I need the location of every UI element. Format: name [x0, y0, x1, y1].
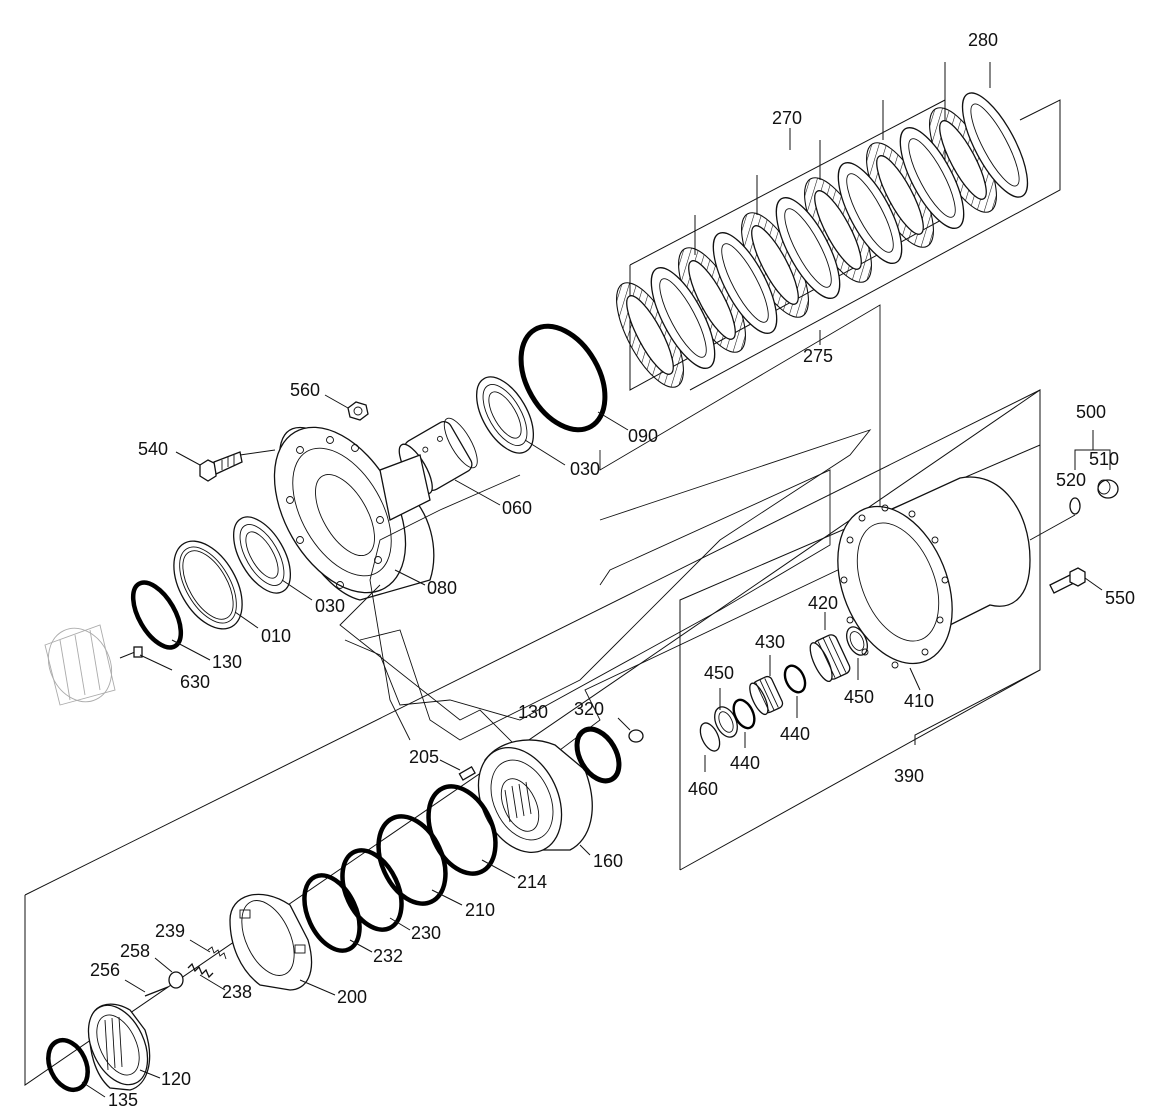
bolt-550	[1049, 567, 1103, 594]
label-130-left: 130	[212, 652, 242, 672]
label-200: 200	[337, 987, 367, 1007]
o-ring-090	[518, 323, 608, 433]
label-270: 270	[772, 108, 802, 128]
label-090: 090	[628, 426, 658, 446]
hub-160	[477, 739, 593, 854]
o-ring-230	[340, 848, 404, 932]
gear-120	[87, 1003, 151, 1091]
bearing-030-lower	[232, 516, 292, 594]
housing-080	[273, 426, 435, 601]
label-550: 550	[1105, 588, 1135, 608]
label-214: 214	[517, 872, 547, 892]
spring-239	[189, 939, 227, 960]
label-450-left: 450	[704, 663, 734, 683]
plug-510	[1097, 479, 1119, 499]
ring-440-right	[783, 664, 807, 694]
faded-gear	[44, 624, 116, 706]
label-460: 460	[688, 779, 718, 799]
nut-560	[324, 394, 369, 421]
sub-frame-390	[679, 444, 1041, 871]
label-160: 160	[593, 851, 623, 871]
label-210: 210	[465, 900, 495, 920]
seal-010	[173, 540, 243, 630]
gear-420	[809, 634, 851, 682]
label-420: 420	[808, 593, 838, 613]
label-232: 232	[373, 946, 403, 966]
label-080: 080	[427, 578, 457, 598]
label-540: 540	[138, 439, 168, 459]
screw-630	[119, 646, 173, 671]
label-030-lower: 030	[315, 596, 345, 616]
label-275: 275	[803, 346, 833, 366]
ring-450-right	[846, 626, 868, 656]
callout-labels: 280 270 275 090 030 560 540 060 080 030 …	[90, 30, 1135, 1110]
group-500	[1069, 430, 1119, 515]
label-440-right: 440	[780, 724, 810, 744]
label-510: 510	[1089, 449, 1119, 469]
label-430: 430	[755, 632, 785, 652]
washer-320	[628, 729, 644, 743]
piston-258	[154, 957, 184, 989]
o-ring-210	[376, 814, 448, 906]
label-135: 135	[108, 1090, 138, 1110]
ring-440-left	[732, 698, 756, 730]
label-630: 630	[180, 672, 210, 692]
snap-ring-460	[699, 722, 721, 752]
screw-256	[124, 979, 169, 997]
bearing-030-upper	[475, 376, 535, 454]
label-120: 120	[161, 1069, 191, 1089]
label-256: 256	[90, 960, 120, 980]
label-030-upper: 030	[570, 459, 600, 479]
label-010: 010	[261, 626, 291, 646]
bracket-275	[689, 99, 1061, 391]
label-239: 239	[155, 921, 185, 941]
label-320: 320	[574, 699, 604, 719]
label-440-left: 440	[730, 753, 760, 773]
clutch-disc-pack	[616, 62, 1061, 391]
label-258: 258	[120, 941, 150, 961]
o-ring-232	[302, 873, 362, 953]
label-500: 500	[1076, 402, 1106, 422]
o-ring-130-left	[130, 580, 184, 650]
label-230: 230	[411, 923, 441, 943]
label-520: 520	[1056, 470, 1086, 490]
carrier-200	[229, 893, 313, 991]
label-560: 560	[290, 380, 320, 400]
o-ring-135	[46, 1037, 90, 1093]
pin-205	[458, 766, 476, 781]
spring-238	[187, 962, 226, 991]
label-060: 060	[502, 498, 532, 518]
bearing-430	[749, 675, 784, 716]
label-130-mid: 130	[518, 702, 548, 722]
label-450-right: 450	[844, 687, 874, 707]
label-205: 205	[409, 747, 439, 767]
o-ring-130-mid	[574, 726, 622, 784]
bolt-540	[175, 451, 243, 482]
label-410: 410	[904, 691, 934, 711]
label-390: 390	[894, 766, 924, 786]
label-280: 280	[968, 30, 998, 50]
label-238: 238	[222, 982, 252, 1002]
drum-410	[837, 476, 1031, 669]
o-ring-520	[1069, 497, 1081, 515]
